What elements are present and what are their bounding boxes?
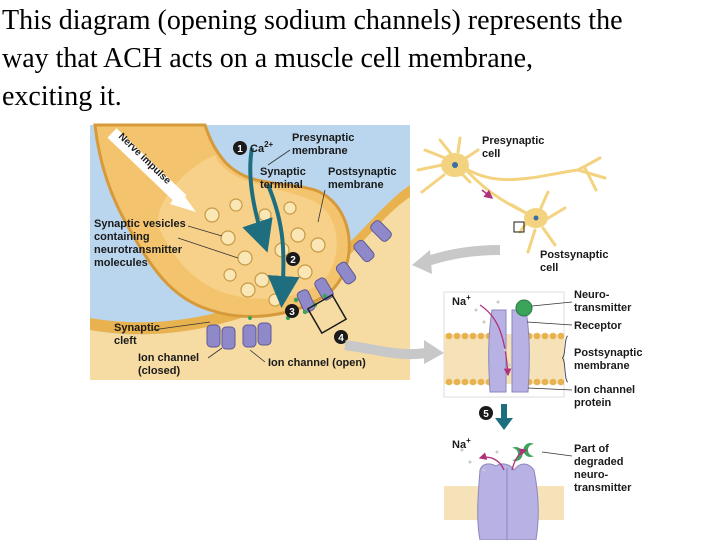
step-2: 2 — [290, 255, 296, 266]
nerve-impulse-arrow — [107, 128, 187, 205]
detail-panel-degraded: Na+ Part of degraded neuro- transmitter — [444, 433, 632, 540]
postsynaptic-cytoplasm — [90, 195, 410, 380]
step-5-transition: 5 — [479, 404, 513, 430]
step-1: 1 — [237, 144, 243, 155]
presynaptic-membrane-label: Presynaptic membrane — [292, 132, 357, 157]
slide-text-line-3: exciting it. — [2, 81, 122, 112]
closed-channel-protein — [477, 463, 539, 540]
degraded-neurotransmitter-label: Part of degraded neuro- transmitter — [574, 443, 632, 494]
impulse-direction-arrow — [481, 189, 494, 199]
postsynaptic-cell-label: Postsynaptic cell — [540, 249, 612, 274]
ion-channel-protein-label: Ion channel protein — [574, 384, 638, 409]
ion-channel-closed-label: Ion channel (closed) — [138, 352, 202, 377]
synaptic-terminal-label: Synaptic terminal — [260, 166, 309, 191]
step-5: 5 — [483, 409, 489, 420]
ion-channels-closed — [206, 322, 272, 350]
detail-panel-open: Na+ Neuro- transmitter Receptor Postsyna… — [443, 289, 646, 409]
slide-text-line-2: way that ACH acts on a muscle cell membr… — [2, 43, 534, 74]
step-4: 4 — [338, 333, 344, 344]
neurotransmitter-bound — [515, 299, 533, 317]
ca-influx-arrow — [242, 147, 273, 253]
ion-channels-open — [296, 220, 392, 313]
neurotransmitter-label: Neuro- transmitter — [574, 289, 632, 314]
membrane-bracket — [561, 335, 569, 383]
neuron-illustration: Presynaptic cell Postsynaptic cell — [412, 135, 612, 274]
channel-protein-right — [511, 309, 530, 393]
slide-title-text: This diagram (opening sodium channels) r… — [2, 2, 718, 116]
highlight-box — [306, 293, 348, 335]
cell-to-panel-arrow — [423, 245, 501, 267]
postsynaptic-membrane-label: Postsynaptic membrane — [328, 166, 400, 191]
ca-label: Ca2+ — [250, 140, 274, 155]
na-label-bottom: Na+ — [452, 436, 471, 451]
ion-channel-open-label: Ion channel (open) — [268, 357, 366, 369]
na-label-top: Na+ — [452, 293, 471, 308]
zoom-arrow — [344, 340, 432, 360]
receptor-label: Receptor — [574, 320, 622, 332]
synaptic-vesicles-label: Synaptic vesicles containing neurotransm… — [94, 218, 189, 269]
channel-protein-left — [488, 309, 507, 393]
step-badges: 1 2 3 4 — [233, 141, 348, 344]
synaptic-cleft-label: Synaptic cleft — [114, 322, 163, 347]
step-3: 3 — [289, 307, 295, 318]
presynaptic-cell-label: Presynaptic cell — [482, 135, 547, 160]
vesicle-movement-arrow — [266, 184, 300, 308]
slide-text-line-1: This diagram (opening sodium channels) r… — [2, 5, 623, 36]
main-synapse-panel: Nerve impulse — [90, 123, 444, 380]
postsynaptic-membrane-detail-label: Postsynaptic membrane — [574, 347, 646, 372]
